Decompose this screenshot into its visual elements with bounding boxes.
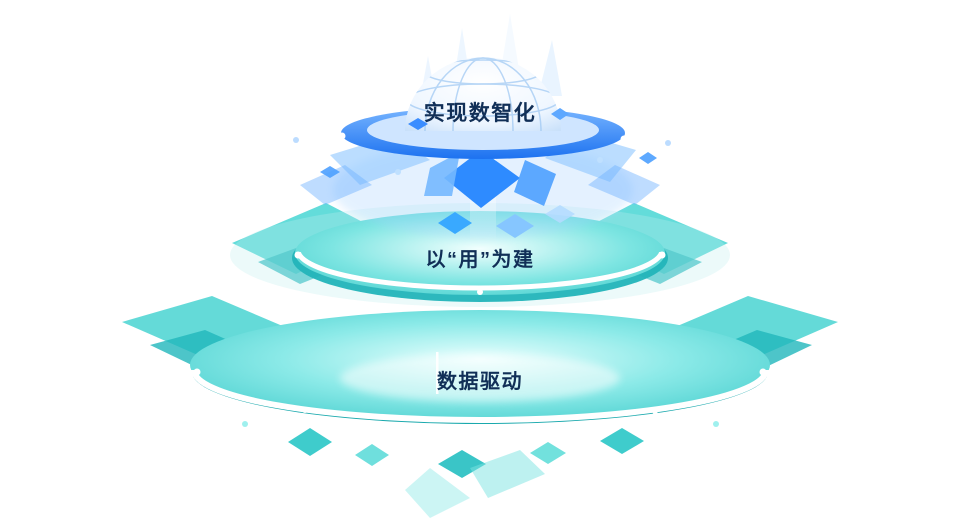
bottom-tier-decor (242, 421, 719, 518)
middle-tier-platform (230, 203, 730, 307)
bottom-tier-platform (122, 296, 838, 424)
top-tier-platform (293, 14, 671, 178)
blue-crystal-cluster (300, 125, 660, 245)
globe-dome (405, 57, 561, 131)
